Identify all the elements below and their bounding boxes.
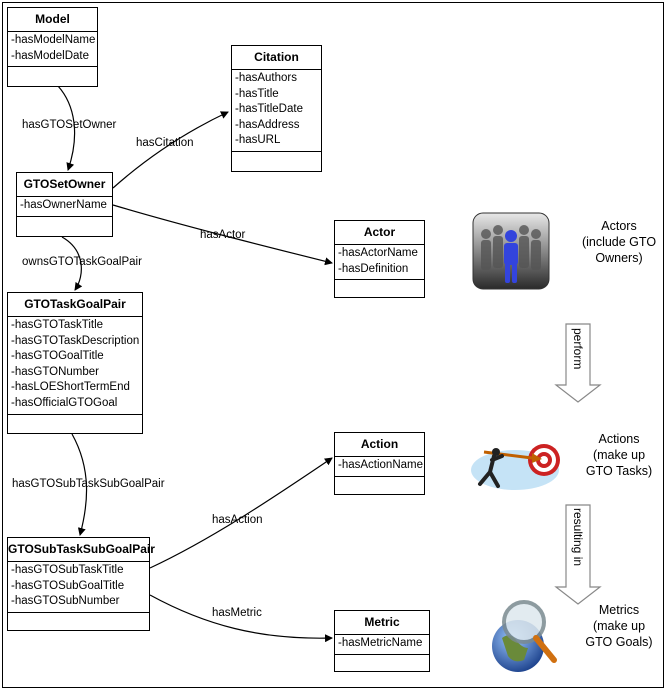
class-action-ops: [335, 477, 424, 497]
class-citation-attr: -hasAuthors: [235, 72, 298, 84]
class-gtosubtask-attr: -hasGTOSubTaskTitle: [11, 564, 124, 576]
side-label-line: Owners): [595, 251, 643, 265]
class-metric-name: Metric: [335, 611, 429, 635]
class-gtotaskgoalpair: GTOTaskGoalPair -hasGTOTaskTitle -hasGTO…: [7, 292, 143, 434]
class-metric-ops: [335, 655, 429, 675]
class-metric: Metric -hasMetricName: [334, 610, 430, 672]
label-hasactor: hasActor: [200, 229, 246, 241]
class-metric-attr: -hasMetricName: [338, 637, 423, 649]
class-gtotaskgoalpair-name: GTOTaskGoalPair: [8, 293, 142, 317]
class-gtosetowner-attr: -hasOwnerName: [20, 199, 107, 211]
class-gtotaskgoalpair-attr: -hasOfficialGTOGoal: [11, 396, 118, 409]
class-model-attr: -hasModelName: [11, 34, 96, 46]
class-citation-attr: -hasURL: [235, 134, 281, 147]
label-hasgtosetowner: hasGTOSetOwner: [22, 119, 117, 131]
class-model: Model -hasModelName -hasModelDate: [7, 7, 98, 87]
label-hascitation: hasCitation: [136, 137, 194, 149]
class-citation-attr: -hasTitle: [235, 87, 279, 100]
class-actor-attr: -hasDefinition: [338, 262, 409, 275]
class-gtosubtask-attr: -hasGTOSubNumber: [11, 595, 120, 608]
class-gtosubtasksubgoalpair: GTOSubTaskSubGoalPair -hasGTOSubTaskTitl…: [7, 537, 155, 633]
class-gtotaskgoalpair-attr: -hasLOEShortTermEnd: [11, 381, 130, 394]
class-citation-attr: -hasAddress: [235, 118, 300, 131]
class-citation-name: Citation: [232, 46, 321, 70]
resulting-in-arrow: [554, 504, 602, 605]
class-gtosetowner: GTOSetOwner -hasOwnerName: [16, 172, 113, 237]
class-action: Action -hasActionName: [334, 432, 425, 495]
edge-hasgtosetowner: [57, 85, 76, 171]
side-label-line: Metrics: [598, 603, 640, 617]
class-model-attr: -hasModelDate: [11, 49, 89, 62]
class-gtosetowner-ops: [17, 217, 112, 237]
class-citation-ops: [232, 152, 321, 172]
class-gtosetowner-name: GTOSetOwner: [17, 173, 112, 197]
label-hasgtosubtasksubgoalpair: hasGTOSubTaskSubGoalPair: [12, 478, 165, 490]
perform-arrow: [554, 323, 602, 403]
side-label-line: GTO Tasks): [585, 464, 653, 478]
class-gtotaskgoalpair-ops: [8, 415, 142, 435]
perform-label: perform: [571, 328, 585, 370]
side-label-line: GTO Goals): [585, 635, 653, 649]
edge-hasaction: [149, 457, 333, 569]
class-citation-attr: -hasTitleDate: [235, 103, 303, 116]
class-action-name: Action: [335, 433, 424, 457]
class-actor-name: Actor: [335, 221, 424, 245]
edge-hasgtosubtasksubgoalpair: [71, 433, 88, 536]
crowd-people-icon: [472, 212, 550, 290]
resulting-in-label: resulting in: [571, 508, 585, 567]
edge-hascitation: [112, 111, 229, 189]
class-gtosubtask-ops: [8, 613, 149, 633]
side-label-line: (include GTO: [581, 235, 657, 249]
class-model-ops: [8, 67, 97, 87]
class-gtotaskgoalpair-attr: -hasGTOTaskTitle: [11, 319, 104, 331]
side-label-line: Actions: [598, 432, 640, 446]
class-citation: Citation -hasAuthors -hasTitle -hasTitle…: [231, 45, 322, 172]
class-gtotaskgoalpair-attr: -hasGTONumber: [11, 365, 99, 378]
class-actor-attr: -hasActorName: [338, 247, 418, 259]
side-label-actors: Actors (include GTO Owners): [576, 218, 662, 266]
side-label-line: Actors: [601, 219, 637, 233]
class-actor: Actor -hasActorName -hasDefinition: [334, 220, 425, 298]
label-ownsgtotaskgoalpair: ownsGTOTaskGoalPair: [22, 256, 142, 268]
edge-hasmetric: [149, 594, 333, 643]
class-gtotaskgoalpair-attr: -hasGTOTaskDescription: [11, 334, 140, 347]
class-gtosubtask-attr: -hasGTOSubGoalTitle: [11, 579, 125, 592]
class-gtotaskgoalpair-attr: -hasGTOGoalTitle: [11, 350, 104, 363]
edge-ownsgtotaskgoalpair: [61, 236, 83, 291]
side-label-line: (make up: [592, 619, 646, 633]
side-label-metrics: Metrics (make up GTO Goals): [574, 602, 664, 650]
class-action-attr: -hasActionName: [338, 459, 424, 471]
edge-hasactor: [112, 204, 333, 266]
globe-magnifier-icon: [492, 600, 557, 672]
label-hasaction: hasAction: [212, 514, 263, 526]
side-label-actions: Actions (make up GTO Tasks): [574, 431, 664, 479]
runner-target-icon: [471, 444, 560, 490]
label-hasmetric: hasMetric: [212, 607, 262, 619]
side-label-line: (make up: [592, 448, 646, 462]
class-gtosubtask-name: GTOSubTaskSubGoalPair: [8, 538, 155, 562]
class-actor-ops: [335, 280, 424, 300]
class-model-name: Model: [8, 8, 97, 32]
